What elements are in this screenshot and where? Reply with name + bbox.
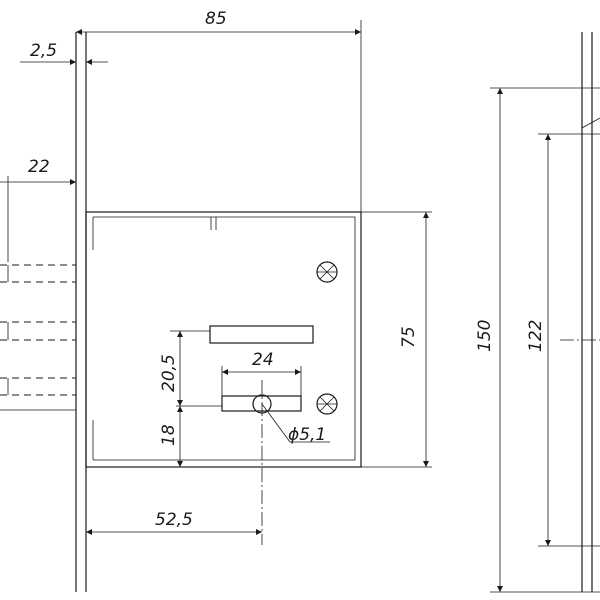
dim-key-height: 18 <box>159 406 183 467</box>
dim-label: 52,5 <box>155 510 193 530</box>
dim-plate-thickness: 2,5 <box>20 41 108 65</box>
lock-body <box>85 211 362 468</box>
dim-slot-width: 24 <box>221 350 302 396</box>
dim-key-diameter: ϕ5,1 <box>288 425 330 445</box>
screw-head-icon <box>316 393 338 415</box>
dim-label: 75 <box>399 326 419 348</box>
dim-plate-height: 150 <box>475 87 600 593</box>
dim-width-overall: 85 <box>76 9 362 212</box>
dim-hole-spacing: 122 <box>526 117 600 547</box>
dim-label: 20,5 <box>159 354 179 392</box>
dim-body-height: 75 <box>361 211 432 468</box>
screw-head-icon <box>316 261 338 283</box>
dim-label: 150 <box>475 320 495 352</box>
dim-label: 122 <box>526 320 546 352</box>
dim-bolt-projection: 22 <box>0 157 76 262</box>
dim-label: 24 <box>252 350 274 370</box>
side-view <box>560 32 600 592</box>
dim-backset: 52,5 <box>86 510 262 535</box>
dim-slot-offset: 20,5 <box>159 331 183 406</box>
key-slot <box>176 380 302 545</box>
dim-label: ϕ5,1 <box>288 425 326 445</box>
upper-slot <box>170 325 314 344</box>
dim-label: 85 <box>205 9 227 29</box>
dim-label: 2,5 <box>30 41 57 61</box>
bolts <box>0 264 76 411</box>
dim-label: 22 <box>28 157 50 177</box>
dim-label: 18 <box>159 424 179 446</box>
faceplate <box>75 32 87 592</box>
